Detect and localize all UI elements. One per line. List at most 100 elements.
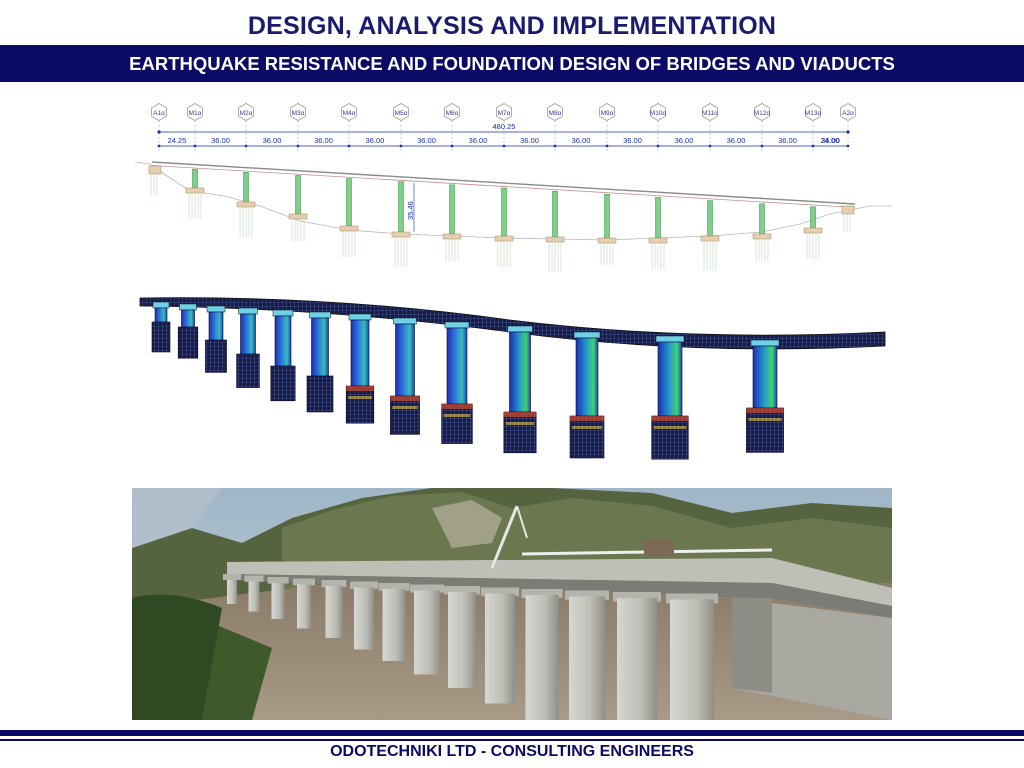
dimension-tick [605, 144, 609, 148]
fe-stress-band [653, 426, 687, 429]
footer-company: ODOTECHNIKI LTD - CONSULTING ENGINEERS [330, 743, 694, 760]
photo-pier-cap [267, 577, 289, 584]
fe-pier-column [575, 337, 599, 417]
dimension-tick [244, 144, 248, 148]
dimension-tick [553, 144, 557, 148]
pier-column [501, 187, 507, 237]
photo-pier-cap [378, 583, 410, 591]
fe-pier-cap [507, 325, 533, 333]
photo-pier-column [569, 596, 605, 720]
fe-pile-group [390, 395, 420, 435]
photo-pier-column [382, 589, 406, 661]
pile-cap [494, 235, 514, 242]
fe-pile-group [503, 411, 537, 454]
pile-cap [185, 187, 205, 194]
support-label-frame [840, 103, 856, 121]
fe-pier-column [752, 345, 778, 409]
fe-model-svg [139, 297, 886, 460]
fe-pier-cap [573, 331, 601, 339]
photo-pier-cap [481, 587, 519, 597]
support-label: M12α [754, 110, 771, 117]
fe-pile-group [205, 339, 227, 373]
fe-pile-group [441, 403, 473, 444]
photo-pier-cap [293, 578, 315, 586]
fe-pier-cap [238, 307, 258, 315]
fe-pier-column [311, 317, 329, 377]
pier-column [449, 184, 455, 235]
pile-cap [339, 225, 359, 232]
pier-column [192, 168, 198, 189]
photo-pier-column [485, 593, 515, 704]
span-length-label: 36.00 [211, 136, 230, 145]
photo-pier-column [670, 599, 714, 720]
support-label-frame [650, 103, 666, 121]
support-label: M8α [549, 110, 562, 117]
support-label: M9α [601, 110, 614, 117]
pier-column [604, 194, 610, 239]
dimension-tick [502, 144, 506, 148]
fe-pile-group [177, 326, 199, 359]
fe-stress-band [441, 404, 473, 409]
photo-pier-column [354, 587, 374, 650]
fe-pier-cap [272, 309, 294, 317]
photo-pier-cap [223, 574, 241, 580]
photo-pier-column [414, 590, 440, 675]
construction-photo [132, 488, 892, 720]
footer-rule-thin [0, 739, 1024, 741]
fe-pile-group [151, 321, 171, 353]
fe-pier-column [446, 327, 468, 405]
pier-column [759, 203, 765, 235]
fe-pier-cap [206, 305, 226, 313]
fe-stress-band [570, 416, 604, 421]
support-label: M3α [292, 110, 305, 117]
span-length-label: 36.00 [366, 136, 385, 145]
span-length-label: 36.00 [623, 136, 642, 145]
fe-stress-band [505, 422, 535, 425]
fe-stress-band [346, 386, 374, 391]
slide-title: DESIGN, ANALYSIS AND IMPLEMENTATION [247, 12, 777, 40]
fe-pile-group [306, 375, 334, 413]
support-label-frame [444, 103, 460, 121]
deck-soffit-line [151, 165, 856, 208]
span-length-label: 36.00 [520, 136, 539, 145]
fe-pier-column [208, 311, 224, 341]
support-label-frame [238, 103, 254, 121]
fe-stress-band [651, 416, 689, 421]
fe-stress-band [748, 418, 782, 421]
support-label-frame [754, 103, 770, 121]
dimension-tick [399, 144, 403, 148]
support-label-frame [702, 103, 718, 121]
fe-stress-band [392, 406, 418, 409]
fe-pier-cap [152, 301, 170, 309]
total-length-label: 480.25 [493, 122, 516, 131]
support-label-frame [151, 103, 167, 121]
fe-pier-column [657, 341, 683, 417]
photo-pier-cap [613, 592, 661, 602]
photo-pier-column [271, 583, 285, 619]
span-length-label: 36.00 [314, 136, 333, 145]
span-length-label: 36.00 [675, 136, 694, 145]
dimension-tick [157, 130, 161, 134]
pile-cap [288, 213, 308, 220]
fe-pier-cap [393, 317, 417, 325]
photo-pier-cap [244, 575, 264, 582]
support-label-frame [805, 103, 821, 121]
photo-pier-cap [444, 586, 480, 595]
fe-pier-cap [348, 313, 372, 321]
span-length-label: 24.25 [168, 136, 187, 145]
fe-pile-group [746, 407, 784, 453]
support-label: A2α [842, 110, 854, 117]
dimension-tick [811, 144, 815, 148]
photo-pier-cap [350, 581, 378, 589]
pile-cap [597, 237, 617, 244]
pile-cap [700, 235, 720, 242]
fe-stress-band [348, 396, 372, 399]
pile-cap [752, 233, 772, 240]
fe-stress-band [746, 408, 784, 413]
support-label-frame [547, 103, 563, 121]
support-label: M7α [498, 110, 511, 117]
fe-pile-group [236, 353, 260, 388]
fe-pier-column [274, 315, 292, 367]
pile-cap [545, 236, 565, 243]
